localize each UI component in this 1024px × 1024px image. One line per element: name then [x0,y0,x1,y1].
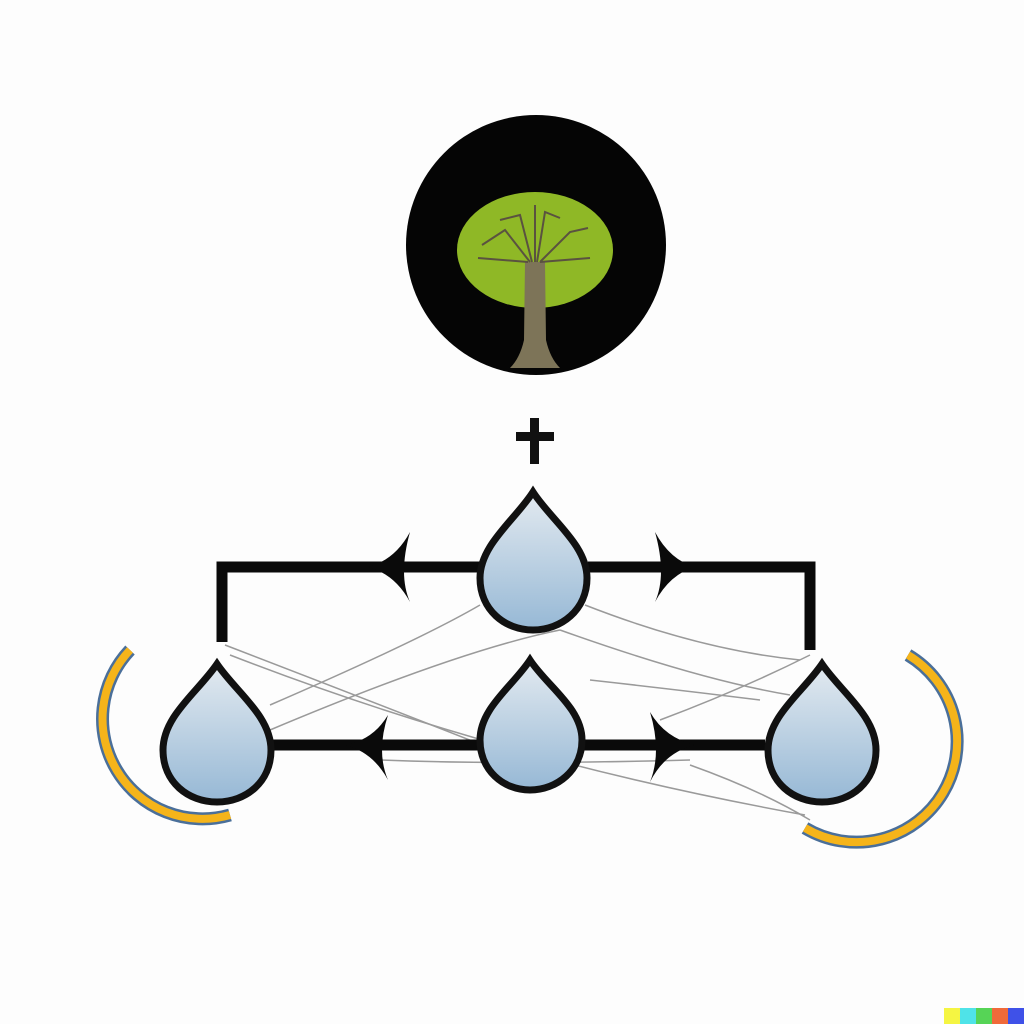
arrow-right-icon [650,712,695,782]
water-drop-icon [159,657,275,806]
cycle-arc-icon [96,645,232,826]
water-drop-icon [476,485,591,634]
arrow-right-icon [655,532,695,602]
tree-icon [406,115,666,375]
water-drop-icon [476,653,586,794]
color-strip [944,1008,1024,1024]
water-drop-icon [764,657,880,806]
cycle-arc-icon [801,649,964,849]
arrow-left-icon [345,715,388,780]
plus-icon [516,418,554,464]
arrow-left-icon [368,532,410,602]
